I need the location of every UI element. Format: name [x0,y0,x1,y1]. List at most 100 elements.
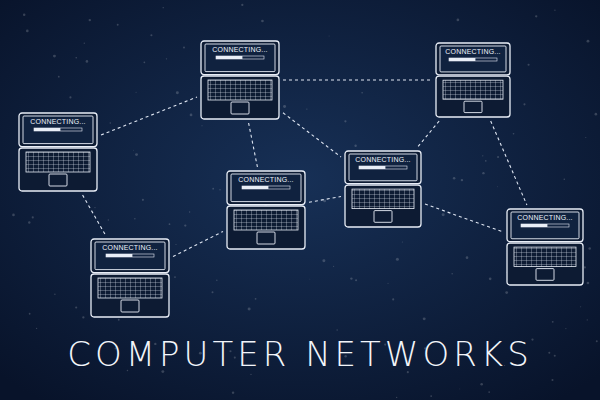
chalk-speck [453,177,456,180]
chalk-speck [108,219,109,220]
progress-bar [242,186,290,189]
chalk-speck [189,211,190,212]
chalk-speck [461,179,463,181]
chalk-speck [333,266,334,267]
chalk-speck [451,273,452,274]
chalk-speck [82,316,84,318]
chalk-speck [142,199,144,201]
chalk-speck [564,178,566,180]
dashed-connection [173,232,223,257]
laptop-lid [436,43,510,75]
chalk-speck [94,207,95,208]
chalk-speck [388,283,389,284]
chalk-speck [396,397,397,398]
chalk-speck [354,145,356,147]
chalk-speck [595,113,598,116]
progress-fill [242,186,268,189]
chalk-speck [328,35,330,37]
chalk-speck [176,91,179,94]
keyboard [208,80,272,100]
chalk-speck [255,298,257,300]
progress-bar [521,224,569,227]
chalk-speck [580,306,581,307]
laptop-base [507,243,583,285]
chalk-speck [89,19,91,21]
chalk-speck [118,319,120,321]
chalk-speck [283,105,286,108]
chalk-speck [144,61,146,63]
chalk-speck [482,172,484,174]
chalk-speck [466,256,469,259]
dashed-connection [425,204,503,232]
chalk-speck [497,156,499,158]
chalk-speck [183,46,185,48]
chalk-speck [485,160,487,162]
chalk-speck [457,19,460,22]
laptop-lid [507,209,583,242]
chalk-speck [505,291,508,294]
chalk-speck [84,42,85,43]
chalk-speck [552,321,554,323]
chalk-speck [497,186,499,188]
progress-bar [359,166,407,169]
progress-fill [216,56,242,59]
trackpad [374,211,392,223]
progress-bar [34,128,82,131]
chalk-speck [169,223,171,225]
keyboard [443,80,503,99]
laptop-node: CONNECTING... [344,150,422,228]
laptop-node: CONNECTING... [200,40,280,120]
chalk-speck [554,355,556,357]
chalk-speck [28,221,30,223]
chalk-speck [535,15,537,17]
chalk-speck [53,55,56,58]
chalk-speck [174,276,176,278]
chalk-speck [587,319,588,320]
progress-fill [34,128,60,131]
chalk-speck [26,30,29,33]
chalk-speck [261,20,264,23]
progress-fill [521,224,547,227]
dashed-connection [418,121,439,147]
screen-status-text: CONNECTING... [344,156,422,163]
trackpad [464,101,482,112]
chalk-speck [241,4,243,6]
chalk-speck [459,388,461,390]
laptop-lid [201,41,279,75]
trackpad [231,102,249,114]
keyboard [98,278,162,298]
dashed-connection [249,123,258,167]
dashed-connection [309,197,341,203]
screen-status-text: CONNECTING... [18,118,98,125]
chalk-speck [480,383,483,386]
dashed-connection [491,121,527,205]
chalk-speck [344,227,346,229]
chalk-speck [166,58,167,59]
chalk-speck [248,307,251,310]
screen-status-text: CONNECTING... [226,176,306,183]
chalk-speck [150,34,152,36]
chalk-speck [442,213,445,216]
trackpad [257,232,275,244]
chalk-speck [587,40,590,43]
chalk-speck [23,13,25,15]
chalk-speck [551,379,553,381]
chalk-speck [513,133,515,135]
title: COMPUTER NETWORKS [0,336,600,373]
chalk-speck [201,125,202,126]
keyboard [234,210,298,230]
chalk-speck [336,329,337,330]
keyboard [352,189,414,209]
progress-bar [106,254,154,257]
chalk-speck [75,306,77,308]
trackpad [49,174,67,186]
chalk-speck [306,108,307,109]
chalk-speck [232,391,234,393]
chalk-speck [69,96,71,98]
chalk-speck [58,76,60,78]
progress-bar [216,56,264,59]
chalk-speck [489,278,492,281]
chalk-speck [350,277,352,279]
screen-status-text: CONNECTING... [435,48,511,55]
